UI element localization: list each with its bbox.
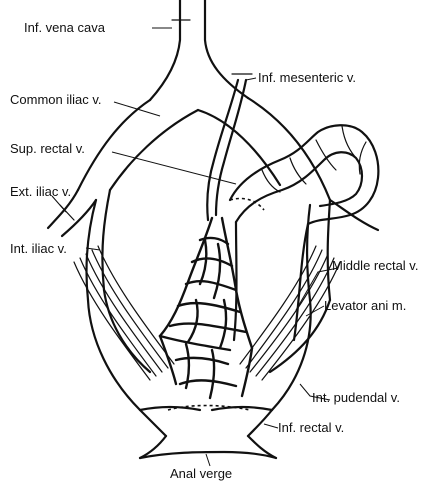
label-ext-iliac: Ext. iliac v. xyxy=(10,184,71,199)
label-int-pudendal: Int. pudendal v. xyxy=(312,390,400,405)
label-levator-ani: Levator ani m. xyxy=(324,298,406,313)
anal-canal xyxy=(140,436,276,458)
label-common-iliac: Common iliac v. xyxy=(10,92,102,107)
label-sup-rectal: Sup. rectal v. xyxy=(10,141,85,156)
vena-cava-iliac-system xyxy=(48,0,378,300)
label-inf-mesenteric: Inf. mesenteric v. xyxy=(258,70,356,85)
label-inf-rectal: Inf. rectal v. xyxy=(278,420,344,435)
label-middle-rectal: Middle rectal v. xyxy=(332,258,418,273)
label-int-iliac: Int. iliac v. xyxy=(10,241,67,256)
pelvic-veins xyxy=(88,290,330,436)
label-anal-verge: Anal verge xyxy=(170,466,232,481)
superior-rectal-plexus xyxy=(160,218,252,398)
label-inf-vena-cava: Inf. vena cava xyxy=(24,20,106,35)
